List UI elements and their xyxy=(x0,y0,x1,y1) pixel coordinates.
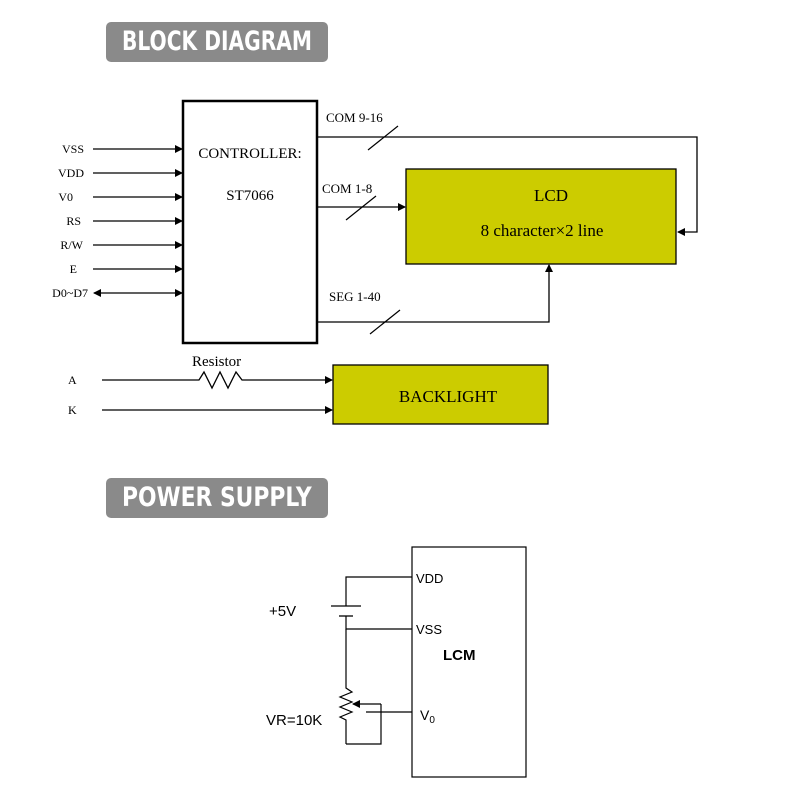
bus-com-low-label: COM 1-8 xyxy=(322,181,372,196)
bus-com-high xyxy=(318,136,698,236)
wiper-return-wire xyxy=(346,704,382,745)
backlight-anode-line xyxy=(102,370,333,390)
supply-voltage-label: +5V xyxy=(269,603,296,620)
vss-wire xyxy=(345,616,412,630)
pin-label-data: D0~D7 xyxy=(52,286,88,300)
lcm-pin-v0: V0 xyxy=(420,707,435,726)
bus-com-low-slash xyxy=(345,195,377,221)
backlight-pin-a: A xyxy=(68,373,77,387)
bus-com-high-slash xyxy=(367,125,399,151)
bus-seg-label: SEG 1-40 xyxy=(329,289,381,304)
pin-label-rs: RS xyxy=(66,214,81,228)
pin-label-e: E xyxy=(70,262,77,276)
potentiometer xyxy=(338,684,354,744)
resistor-label: Resistor xyxy=(192,354,241,370)
lcm-box xyxy=(411,546,527,778)
backlight-pin-k: K xyxy=(68,403,77,417)
controller-model: ST7066 xyxy=(226,188,274,204)
backlight-label: BACKLIGHT xyxy=(399,387,498,406)
vdd-wire xyxy=(345,576,412,606)
lcm-pin-vss: VSS xyxy=(416,622,442,637)
controller-box xyxy=(181,99,319,345)
controller-title: CONTROLLER: xyxy=(198,146,301,162)
pin-label-rw: R/W xyxy=(60,238,83,252)
lcd-box xyxy=(405,168,677,265)
power-supply-heading: POWER SUPPLY xyxy=(106,478,328,518)
bus-com-high-label: COM 9-16 xyxy=(326,110,383,125)
pin-label-vss: VSS xyxy=(62,142,84,156)
lcd-subtitle: 8 character×2 line xyxy=(481,221,604,240)
vr-label: VR=10K xyxy=(266,712,322,729)
lcm-pin-vdd: VDD xyxy=(416,571,443,586)
pin-label-v0: V0 xyxy=(58,190,73,204)
lcm-label: LCM xyxy=(443,647,476,664)
controller-pins: VSS VDD V0 RS R/W E D0~D7 xyxy=(52,142,183,300)
bus-seg xyxy=(318,264,553,323)
block-diagram-heading: BLOCK DIAGRAM xyxy=(106,22,328,62)
lcd-title: LCD xyxy=(534,186,568,205)
backlight-box xyxy=(332,364,549,425)
pin-label-vdd: VDD xyxy=(58,166,84,180)
bus-seg-slash xyxy=(369,309,401,335)
